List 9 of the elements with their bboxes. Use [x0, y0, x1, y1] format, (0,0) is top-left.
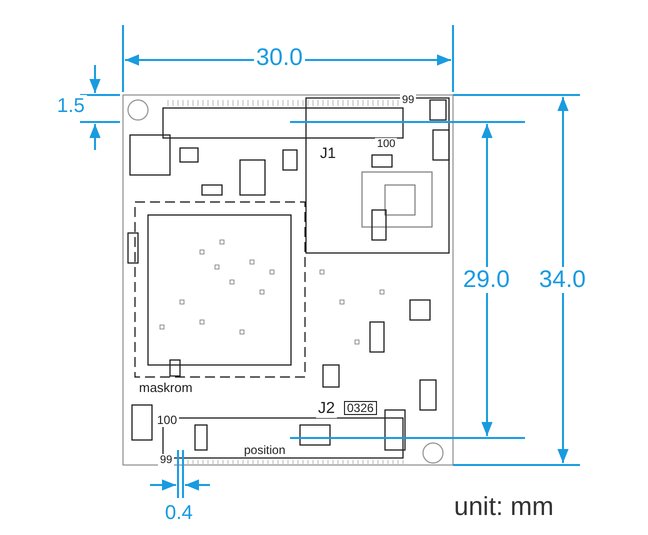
- pin-number: 99: [400, 94, 416, 107]
- silkscreen-label: maskrom: [137, 380, 194, 395]
- dimension-value: 34.0: [537, 267, 588, 293]
- silkscreen-label: position: [242, 443, 288, 457]
- connector-label: J2: [316, 400, 337, 418]
- pin-number: 99: [158, 454, 174, 467]
- pin-number: 100: [155, 413, 180, 427]
- date-code: 0326: [344, 401, 377, 415]
- dimension-value: 29.0: [461, 267, 512, 293]
